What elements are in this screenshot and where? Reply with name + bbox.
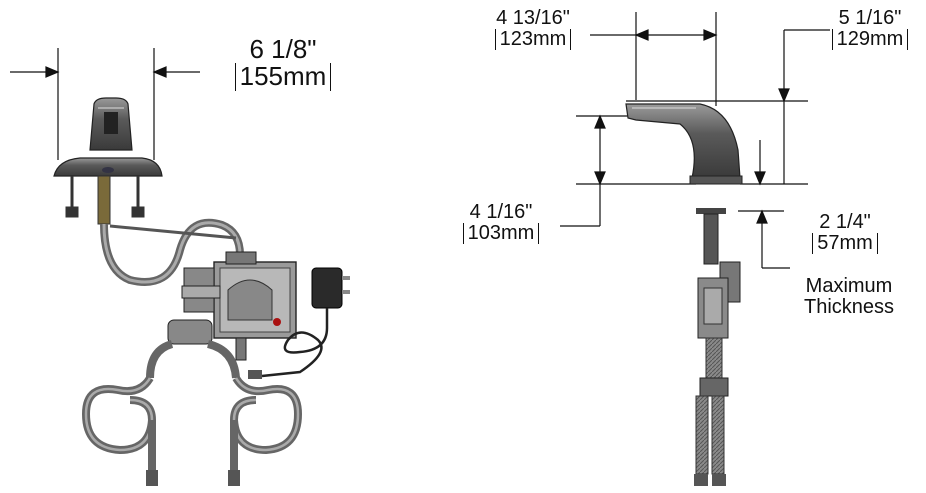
width-imperial: 6 1/8": [249, 34, 317, 64]
height-dimension-lines: [626, 29, 830, 186]
side-below-deck-assembly: [696, 208, 741, 397]
spout-height-metric: 103mm: [462, 223, 540, 244]
height-imperial: 5 1/16": [838, 7, 902, 29]
front-supply-hose: [100, 218, 244, 286]
width-dimension-label: 6 1/8" 155mm: [218, 34, 348, 91]
front-power-adapter: [248, 267, 350, 379]
front-mixing-valve: [181, 267, 221, 313]
front-right-coil-hose: [228, 375, 303, 486]
front-base-plate: [53, 157, 163, 177]
spout-height-dimension-label: 4 1/16" 103mm: [446, 202, 556, 244]
side-spout-body: [625, 103, 743, 185]
front-view-faucet: [10, 48, 350, 486]
reach-metric: 123mm: [494, 29, 572, 50]
thickness-note: Maximum Thickness: [784, 276, 914, 318]
width-dimension-lines: [10, 48, 200, 160]
width-metric: 155mm: [234, 62, 332, 91]
thickness-imperial: 2 1/4": [819, 211, 871, 233]
thickness-metric: 57mm: [812, 233, 878, 254]
spout-height-dimension-lines: [560, 114, 696, 227]
front-control-box: [213, 251, 297, 361]
thickness-dimension-label: 2 1/4" 57mm: [790, 212, 900, 254]
side-view-faucet: [560, 12, 830, 486]
thickness-note-line2: Thickness: [803, 296, 895, 318]
thickness-dimension-lines: [738, 209, 790, 269]
side-hose-coils: [694, 395, 726, 486]
front-y-manifold: [146, 319, 240, 379]
front-mounting-studs: [65, 175, 145, 225]
front-left-coil-hose: [81, 375, 158, 486]
spout-height-imperial: 4 1/16": [469, 201, 533, 223]
reach-dimension-label: 4 13/16" 123mm: [478, 8, 588, 50]
thickness-note-line1: Maximum: [805, 275, 893, 297]
height-metric: 129mm: [831, 29, 909, 50]
height-dimension-label: 5 1/16" 129mm: [818, 8, 922, 50]
reach-dimension-lines: [590, 12, 718, 106]
reach-imperial: 4 13/16": [496, 7, 570, 29]
front-spout-body: [89, 97, 133, 151]
